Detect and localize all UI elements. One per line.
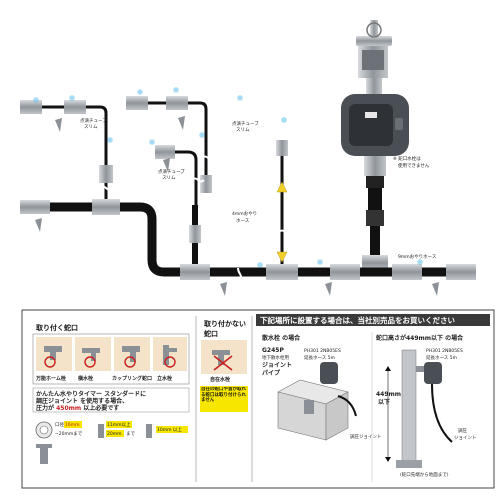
spec-row: 口径 16mm ~20mmまで 11mm以上 20mm まで 10mm 以上 xyxy=(35,421,188,439)
ext-hose-len-left: 延長ホース 5m xyxy=(304,354,335,361)
sprinkler-box-illustration xyxy=(277,362,357,441)
part-g245p-desc: 地下散水栓用 xyxy=(262,354,289,361)
incompatible-note-box: 自在の蛇口や首が取れる蛇口は取り付けられません xyxy=(201,387,246,403)
sprinkler-joint-label: 調圧ジョイント xyxy=(350,433,382,440)
note-line3-post: 以上必要です xyxy=(81,404,119,412)
direction-arrows xyxy=(276,181,288,263)
label-hose-9mm: 9mmおやりホース xyxy=(398,253,437,260)
low-faucet-title: 蛇口高さが449mm以下 の場合 xyxy=(376,334,464,342)
height-suffix: 以下 xyxy=(378,399,390,406)
label-drip-tube-1b: スリム xyxy=(84,124,98,130)
low-joint-label-a: 調圧 xyxy=(458,427,467,434)
faucet-label-0: 万能ホーム栓 xyxy=(35,375,66,382)
part-g245p-joint: ジョイント xyxy=(262,362,292,369)
part-g245p: G245P xyxy=(262,347,284,354)
note-line2: 調圧ジョイント を使用する場合、 xyxy=(36,397,128,405)
label-drip-tube-3: 点滴チューブ xyxy=(158,168,185,175)
note-line3-value: 450mm xyxy=(56,405,81,412)
faucet-tap xyxy=(356,20,392,94)
timer-note-line1: ※ 蛇口水栓は xyxy=(393,155,421,162)
panel-incompatible-faucets: 取り付かない 蛇口 自在水栓 自在の蛇口や首が取れる蛇口は取り付けられません xyxy=(200,319,248,412)
label-drip-tube-1: 点滴チューブ xyxy=(80,117,107,124)
spec3: 10mm 以上 xyxy=(157,426,182,433)
water-drops xyxy=(33,87,423,268)
note-line3-pre: 圧力が xyxy=(36,404,56,412)
faucet-label-3: 立水栓 xyxy=(157,375,172,382)
label-hose-4mm: 4mmおやり xyxy=(232,210,257,217)
incompatible-faucet-label: 自在水栓 xyxy=(210,376,230,383)
faucet-small-illustration xyxy=(36,444,52,464)
label-hose-4mm-b: ホース xyxy=(236,218,250,224)
faucet-label-1: 横水栓 xyxy=(77,375,93,382)
optional-header: 下記場所に設置する場合は、当社別売品をお買いください xyxy=(260,315,455,325)
compatible-title: 取り付く蛇口 xyxy=(36,323,78,332)
label-drip-tube-2b: スリム xyxy=(236,127,250,133)
drip-stakes xyxy=(35,116,439,296)
coupling-stack xyxy=(362,176,388,271)
ext-hose-code-right: PH301 2NB05ES xyxy=(426,348,463,354)
spec1-c: ~20mmまで xyxy=(55,431,83,437)
no-mark-icon xyxy=(213,355,233,371)
low-joint-label-b: ジョイント xyxy=(454,436,477,441)
label-drip-tube-3b: スリム xyxy=(162,175,176,181)
timer-note-line2: 使用できません xyxy=(398,162,430,169)
incompatible-note: 自在の蛇口や首が取れる蛇口は取り付けられません xyxy=(201,387,246,403)
spec2-b: 20mm xyxy=(107,431,122,437)
ext-hose-len-right: 延長ホース 5m xyxy=(426,354,457,361)
drip-tubes xyxy=(30,101,208,207)
spec2-a: 11mm以上 xyxy=(107,421,131,428)
standpipe-illustration xyxy=(385,349,453,468)
spec1-a: 口径 xyxy=(55,421,64,428)
hose-fittings xyxy=(20,96,476,280)
panel-optional-parts: 下記場所に設置する場合は、当社別売品をお買いください 散水栓 の場合 G245P… xyxy=(256,314,490,482)
faucet-label-2: カップリング蛇口 xyxy=(112,375,152,382)
height-value: 449mm xyxy=(376,391,401,398)
sprinkler-title: 散水栓 の場合 xyxy=(262,334,301,342)
note-line3: 圧力が 450mm 以上必要です xyxy=(36,404,119,412)
note-line1: かんたん水やりタイマー スタンダードに xyxy=(36,390,146,398)
info-panel: 取り付く蛇口 万能ホーム栓 横水栓 カップリング蛇口 立水栓 xyxy=(21,309,495,489)
spec2-c: まで xyxy=(126,431,135,437)
label-drip-tube-2: 点滴チューブ xyxy=(232,120,259,127)
water-timer-unit xyxy=(341,94,409,176)
panel-compatible-faucets: 取り付く蛇口 万能ホーム栓 横水栓 カップリング蛇口 立水栓 xyxy=(32,323,190,464)
faucet-icons xyxy=(36,337,187,371)
part-g245p-pipe: パイプ xyxy=(262,369,281,377)
break-marks xyxy=(99,155,292,281)
spec1-b: 16mm xyxy=(65,422,80,428)
height-measure-note: (蛇口先端から地面まで) xyxy=(400,471,449,478)
hose-layout-diagram: ※ 蛇口水栓は 使用できません xyxy=(20,20,476,296)
ext-hose-code-left: PH301 2NB05ES xyxy=(304,348,341,354)
incompatible-title-a: 取り付かない xyxy=(204,319,246,328)
incompatible-title-b: 蛇口 xyxy=(204,329,218,338)
